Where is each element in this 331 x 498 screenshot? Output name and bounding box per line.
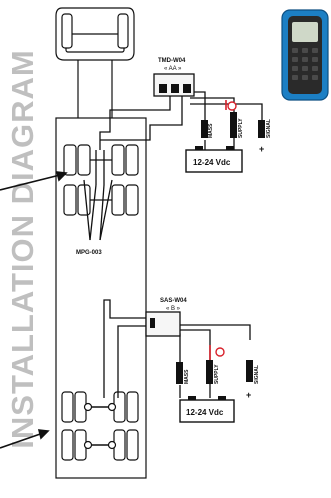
middle-wheels — [63, 144, 139, 216]
fuse-icon — [215, 347, 225, 357]
wheel — [77, 184, 91, 216]
sensor-lines — [83, 179, 113, 241]
front-wheel — [61, 13, 73, 49]
wheel — [63, 184, 77, 216]
axle-sensor — [107, 402, 117, 412]
arrow-head — [55, 171, 68, 182]
upper-unit-sub: « AA » — [164, 66, 182, 72]
wheel — [111, 184, 125, 216]
wheel — [77, 144, 91, 176]
lower-terminals — [176, 360, 253, 384]
battery-icon — [185, 146, 243, 173]
trailer-body — [55, 117, 147, 479]
pointer-arrows — [0, 171, 68, 449]
handheld-meter-icon — [281, 9, 329, 101]
upper-unit-model: TMD-W04 — [158, 58, 186, 64]
wheel — [126, 391, 139, 423]
truck-cab — [55, 7, 135, 61]
upper-wire-label-signal: SIGNAL — [266, 119, 272, 138]
lower-unit-sub: « B » — [166, 306, 181, 312]
wheel — [126, 429, 139, 461]
arrow-head — [37, 429, 50, 440]
upper-wire-label-supply: SUPPLY — [238, 118, 244, 138]
wheel — [61, 429, 74, 461]
upper-control-unit — [153, 73, 195, 97]
lower-wire-label-mass: MASS — [184, 369, 190, 384]
lower-battery-label: 12-24 Vdc — [186, 408, 224, 417]
wheel — [63, 144, 77, 176]
front-wheel — [117, 13, 129, 49]
lower-wire-label-signal: SIGNAL — [254, 365, 260, 384]
fuse-icon — [227, 101, 237, 111]
axle-sensor — [83, 440, 93, 450]
upper-wiring — [95, 88, 263, 185]
wheel — [61, 391, 74, 423]
lower-unit-model: SAS-W04 — [160, 298, 187, 304]
wheel — [111, 144, 125, 176]
front-wheels — [61, 13, 129, 49]
wheel — [125, 184, 139, 216]
axle-sensor — [107, 440, 117, 450]
upper-plus-sign: + — [259, 144, 264, 154]
rear-wheels — [61, 391, 139, 461]
upper-battery-label: 12-24 Vdc — [193, 158, 231, 167]
cab-window — [65, 33, 125, 53]
axle-sensor — [83, 402, 93, 412]
wheel — [125, 144, 139, 176]
upper-terminals — [201, 112, 265, 138]
lower-wire-label-supply: SUPPLY — [214, 364, 220, 384]
sensor-label: MPG-003 — [76, 250, 102, 256]
upper-wire-label-mass: MASS — [208, 123, 214, 138]
axle-sensors — [83, 402, 117, 450]
lower-control-unit — [145, 311, 181, 337]
lower-plus-sign: + — [246, 390, 251, 400]
battery-icon — [179, 396, 235, 423]
